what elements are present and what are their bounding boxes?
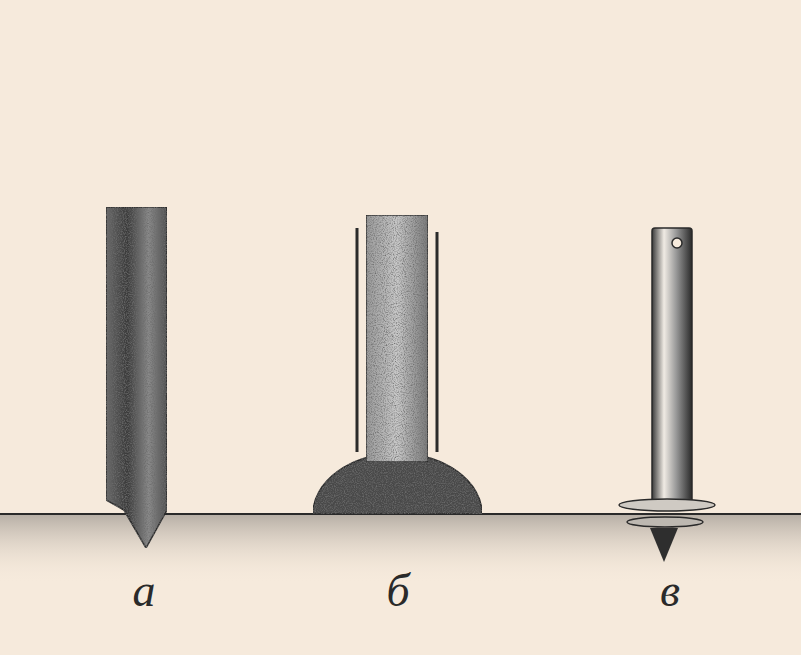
figure-letter: б bbox=[386, 568, 409, 614]
stake-post bbox=[366, 215, 428, 462]
pointed-stake bbox=[106, 207, 167, 548]
screw-flight bbox=[627, 517, 703, 527]
guide-line bbox=[436, 232, 439, 452]
guide-line bbox=[356, 228, 359, 452]
figure-letter: а bbox=[133, 568, 156, 614]
screw-rod bbox=[652, 228, 692, 510]
rod-hole bbox=[672, 238, 682, 248]
figure-letter: в bbox=[660, 568, 680, 614]
screw-flight bbox=[619, 499, 715, 511]
screw-tip bbox=[650, 528, 678, 562]
